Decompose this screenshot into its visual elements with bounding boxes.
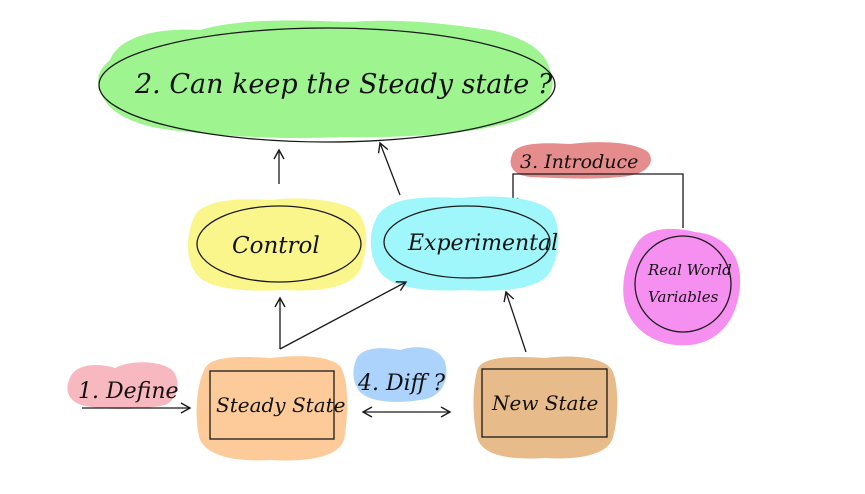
experimental-label: Experimental — [407, 231, 558, 256]
control-ellipse — [196, 205, 362, 283]
steady-state-rect — [209, 370, 335, 440]
control-label: Control — [232, 233, 320, 259]
steady-state-node[interactable]: Steady State — [196, 356, 348, 461]
introduce-label: 3. Introduce — [520, 151, 638, 173]
define-highlight — [67, 362, 178, 409]
introduce-highlight — [510, 142, 651, 179]
new-state-label: New State — [491, 391, 598, 415]
goal-node[interactable]: 2. Can keep the Steady state ? — [98, 20, 556, 143]
real-world-circle — [634, 235, 732, 333]
experimental-node[interactable]: Experimental — [370, 196, 559, 291]
diff-label: 4. Diff ? — [357, 371, 445, 396]
new-state-highlight — [473, 356, 618, 459]
real-world-variables-node[interactable]: Real World Variables — [623, 228, 741, 346]
diff-highlight — [353, 347, 447, 402]
experimental-ellipse — [383, 205, 551, 279]
real-world-highlight — [623, 228, 741, 346]
real-world-label-line1: Real World — [647, 261, 732, 279]
diff-annotation: 4. Diff ? — [353, 347, 447, 402]
define-annotation: 1. Define — [67, 362, 179, 409]
arrow-steady-to-experimental — [279, 281, 408, 350]
introduce-annotation: 3. Introduce — [510, 142, 651, 179]
control-highlight — [188, 198, 367, 291]
real-world-label-line2: Variables — [648, 288, 719, 306]
define-label: 1. Define — [78, 379, 179, 404]
steady-state-label: Steady State — [216, 393, 346, 417]
new-state-rect — [481, 368, 608, 438]
arrow-experimental-to-goal — [377, 141, 401, 196]
arrow-real-world-to-experimental — [507, 173, 684, 228]
goal-highlight — [98, 20, 553, 139]
control-node[interactable]: Control — [188, 198, 367, 291]
goal-ellipse — [98, 27, 556, 143]
experimental-highlight — [370, 196, 559, 291]
steady-state-highlight — [196, 356, 348, 461]
goal-label: 2. Can keep the Steady state ? — [134, 69, 553, 100]
arrow-new-state-to-experimental — [503, 290, 527, 353]
new-state-node[interactable]: New State — [473, 356, 618, 459]
